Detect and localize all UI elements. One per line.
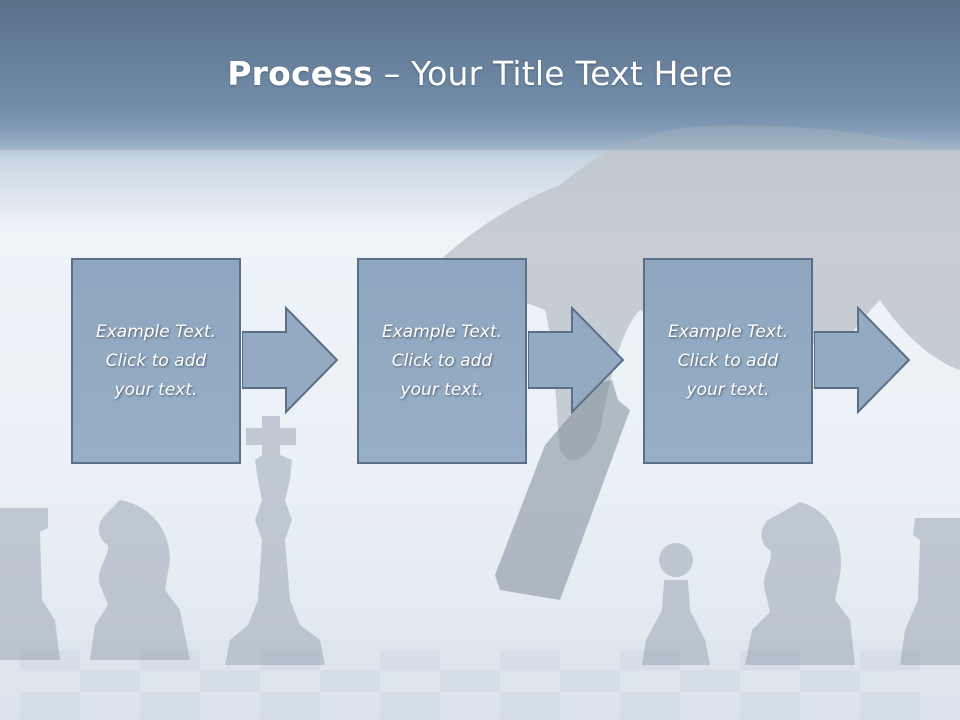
slide-title[interactable]: Process – Your Title Text Here	[0, 54, 960, 93]
arrow-right-icon	[242, 306, 339, 414]
rook-piece	[0, 508, 60, 660]
rook-piece-right	[900, 518, 960, 665]
step-text-line: your text.	[400, 379, 484, 400]
step-text-line: Example Text.	[381, 321, 503, 342]
knight-piece-left	[90, 500, 190, 660]
arrow-right-icon	[814, 306, 911, 414]
process-step-box[interactable]: Example Text. Click to add your text.	[643, 258, 813, 464]
step-text-line: your text.	[114, 379, 198, 400]
step-text-line: Example Text.	[667, 321, 789, 342]
process-step-box[interactable]: Example Text. Click to add your text.	[71, 258, 241, 464]
step-text-line: your text.	[686, 379, 770, 400]
knight-piece-right	[745, 502, 855, 665]
chessboard-floor	[0, 640, 960, 720]
step-text-line: Example Text.	[95, 321, 217, 342]
step-text-line: Click to add	[391, 350, 493, 371]
title-bar	[0, 0, 960, 150]
title-bold-text: Process	[227, 54, 374, 93]
falling-king-piece	[495, 380, 630, 600]
step-text[interactable]: Example Text. Click to add your text.	[653, 318, 803, 405]
step-text[interactable]: Example Text. Click to add your text.	[367, 318, 517, 405]
pawn-piece	[642, 543, 710, 665]
step-text-line: Click to add	[105, 350, 207, 371]
step-text[interactable]: Example Text. Click to add your text.	[81, 318, 231, 405]
king-piece	[225, 416, 325, 665]
arrow-right-icon	[528, 306, 625, 414]
process-step-box[interactable]: Example Text. Click to add your text.	[357, 258, 527, 464]
step-text-line: Click to add	[677, 350, 779, 371]
title-rest-text: – Your Title Text Here	[373, 54, 733, 93]
